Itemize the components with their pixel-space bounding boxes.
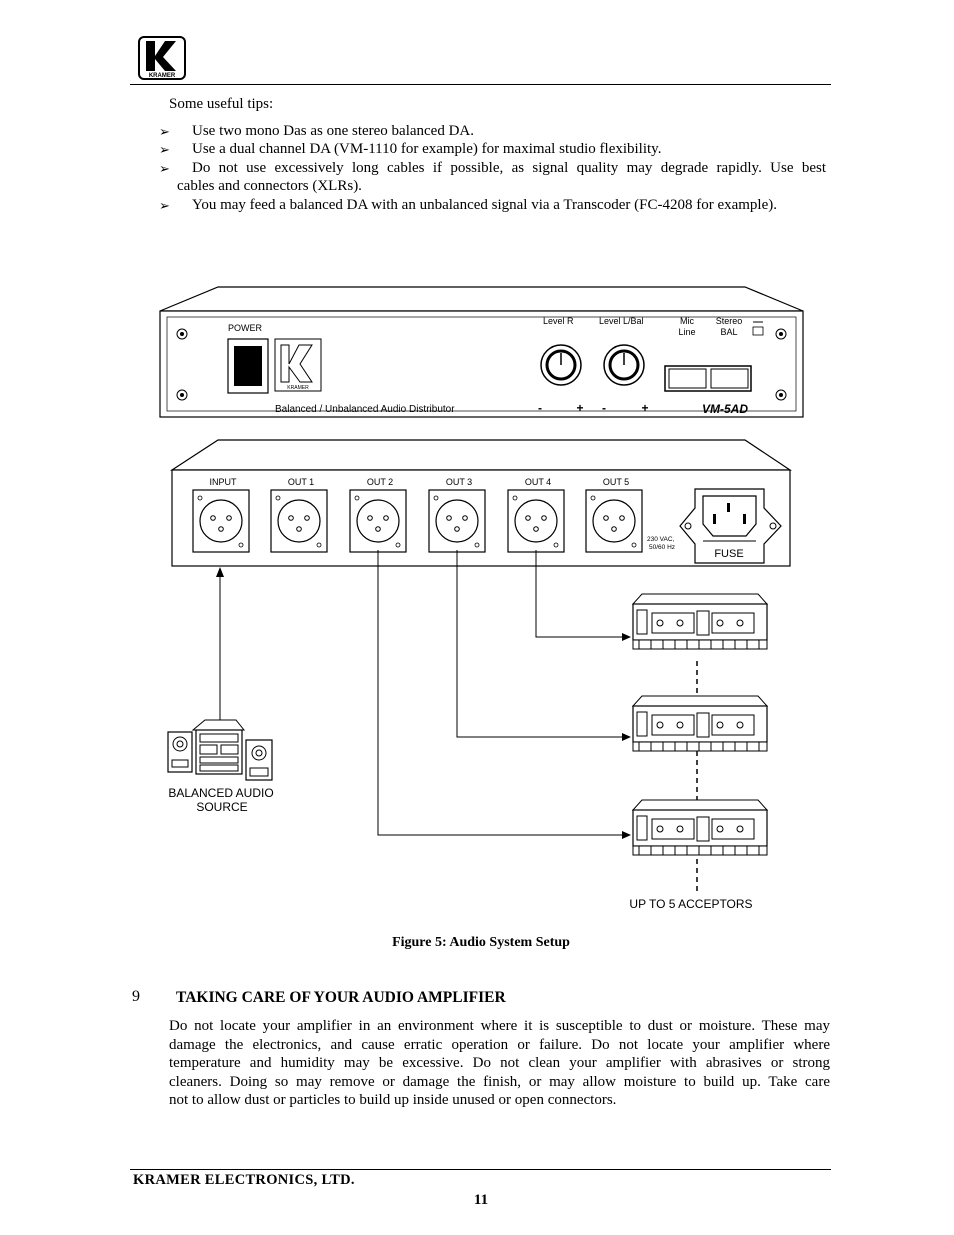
audio-setup-diagram: POWER KRAMER Level R Level L/Bal Mic Lin… <box>159 286 804 911</box>
minus-sign: - <box>538 401 542 415</box>
header-rule <box>130 84 831 85</box>
body-line: Do not locate your amplifier in an envir… <box>169 1018 830 1034</box>
panel-brand-text: KRAMER <box>287 385 309 391</box>
tape-deck-icon <box>631 799 769 856</box>
kramer-logo: KRAMER <box>138 36 186 80</box>
line-label: Line <box>678 327 695 337</box>
toggle-indicator-icon <box>752 321 764 336</box>
footer-rule <box>130 1169 831 1170</box>
page-number: 11 <box>473 1192 489 1208</box>
port-label: OUT 3 <box>446 477 472 487</box>
stereo-label: Stereo <box>716 316 743 326</box>
tape-deck-icon <box>631 695 769 752</box>
tip-item: Do not use excessively long cables if po… <box>192 160 826 176</box>
tip-item: Use two mono Das as one stereo balanced … <box>192 123 475 139</box>
fuse-label: FUSE <box>714 548 743 560</box>
body-line: temperature and humidity may be excessiv… <box>169 1055 830 1071</box>
power-switch-icon <box>227 338 269 394</box>
source-label: BALANCED AUDIO <box>168 786 273 800</box>
bullet-marker: ➢ <box>159 161 170 176</box>
bullet-marker: ➢ <box>159 198 170 213</box>
tip-item: You may feed a balanced DA with an unbal… <box>192 197 777 213</box>
tape-deck-icon <box>631 593 769 650</box>
bullet-marker: ➢ <box>159 142 170 157</box>
footer-company: KRAMER ELECTRONICS, LTD. <box>133 1172 355 1188</box>
cable-lines <box>216 550 698 893</box>
screw-icon <box>176 328 188 340</box>
xlr-port-icon: OUT 4 <box>507 477 565 553</box>
plus-sign: + <box>576 401 583 415</box>
port-label: OUT 4 <box>525 477 551 487</box>
screw-icon <box>775 328 787 340</box>
voltage-label: 50/60 Hz <box>649 544 675 551</box>
screw-icon <box>176 389 188 401</box>
voltage-label: 230 VAC, <box>647 536 675 543</box>
port-label: INPUT <box>210 477 238 487</box>
port-label: OUT 2 <box>367 477 393 487</box>
tips-intro: Some useful tips: <box>169 96 274 112</box>
body-line: cleaners. Doing so may remove or damage … <box>169 1074 830 1090</box>
port-label: OUT 1 <box>288 477 314 487</box>
logo-text: KRAMER <box>149 73 176 79</box>
selector-switches <box>664 365 752 392</box>
knob-icon <box>540 344 582 386</box>
bal-label: BAL <box>720 327 737 337</box>
stereo-system-icon <box>167 719 273 781</box>
source-label: SOURCE <box>196 800 247 814</box>
bullet-marker: ➢ <box>159 124 170 139</box>
screw-icon <box>775 389 787 401</box>
level-l-label: Level L/Bal <box>599 316 644 326</box>
kramer-panel-logo: KRAMER <box>274 338 322 392</box>
section-number: 9 <box>132 988 140 1005</box>
xlr-port-icon: OUT 2 <box>349 477 407 553</box>
power-label: POWER <box>228 323 263 333</box>
body-line: not to allow dust or particles to build … <box>169 1092 617 1108</box>
xlr-port-icon: OUT 1 <box>270 477 328 553</box>
section-title: TAKING CARE OF YOUR AUDIO AMPLIFIER <box>176 989 506 1006</box>
port-label: OUT 5 <box>603 477 629 487</box>
figure-caption: Figure 5: Audio System Setup <box>392 935 570 950</box>
level-r-label: Level R <box>543 316 574 326</box>
model-label: VM-5AD <box>702 402 748 416</box>
panel-footer-label: Balanced / Unbalanced Audio Distributor <box>275 404 455 415</box>
xlr-port-icon: OUT 5 <box>585 477 643 553</box>
power-inlet-icon: FUSE <box>679 488 782 564</box>
minus-sign: - <box>602 401 606 415</box>
tip-item: Use a dual channel DA (VM-1110 for examp… <box>192 141 662 157</box>
xlr-port-icon: INPUT <box>192 477 250 553</box>
mic-label: Mic <box>680 316 694 326</box>
plus-sign: + <box>641 401 648 415</box>
acceptors-label: UP TO 5 ACCEPTORS <box>629 897 752 911</box>
knob-icon <box>603 344 645 386</box>
body-line: damage the electronics, and cause errati… <box>169 1037 830 1053</box>
front-panel: POWER KRAMER Level R Level L/Bal Mic Lin… <box>159 286 804 418</box>
tip-item-continuation: cables and connectors (XLRs). <box>177 178 362 194</box>
